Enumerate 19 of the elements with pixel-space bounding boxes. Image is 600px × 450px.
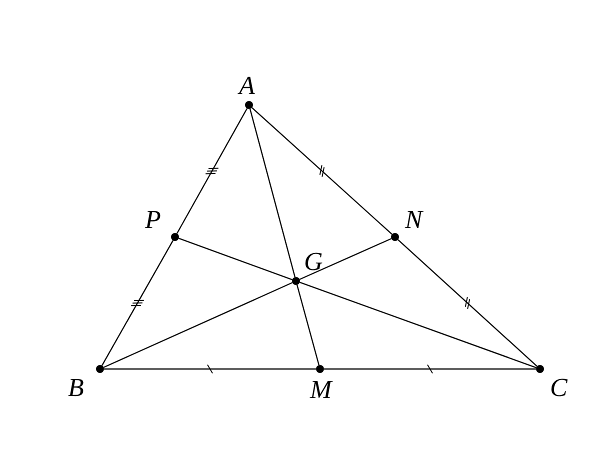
line-segment (101, 240, 174, 366)
line-segment (103, 282, 293, 368)
point-label: G (304, 249, 323, 275)
point-label: M (310, 377, 332, 403)
line-segment (398, 239, 538, 367)
line-segment (249, 108, 296, 278)
point-label: N (405, 207, 422, 233)
point-label: B (68, 375, 84, 401)
line-segment (252, 107, 392, 235)
line-segment (324, 368, 536, 370)
line-segment (296, 284, 320, 366)
line-segment (299, 238, 392, 280)
point-label: P (145, 207, 161, 233)
point-label: C (550, 375, 568, 401)
line-segment (300, 282, 536, 368)
line-segment (104, 368, 316, 370)
point-label: A (239, 73, 255, 99)
line-segment (178, 238, 292, 280)
line-segment (176, 108, 248, 234)
